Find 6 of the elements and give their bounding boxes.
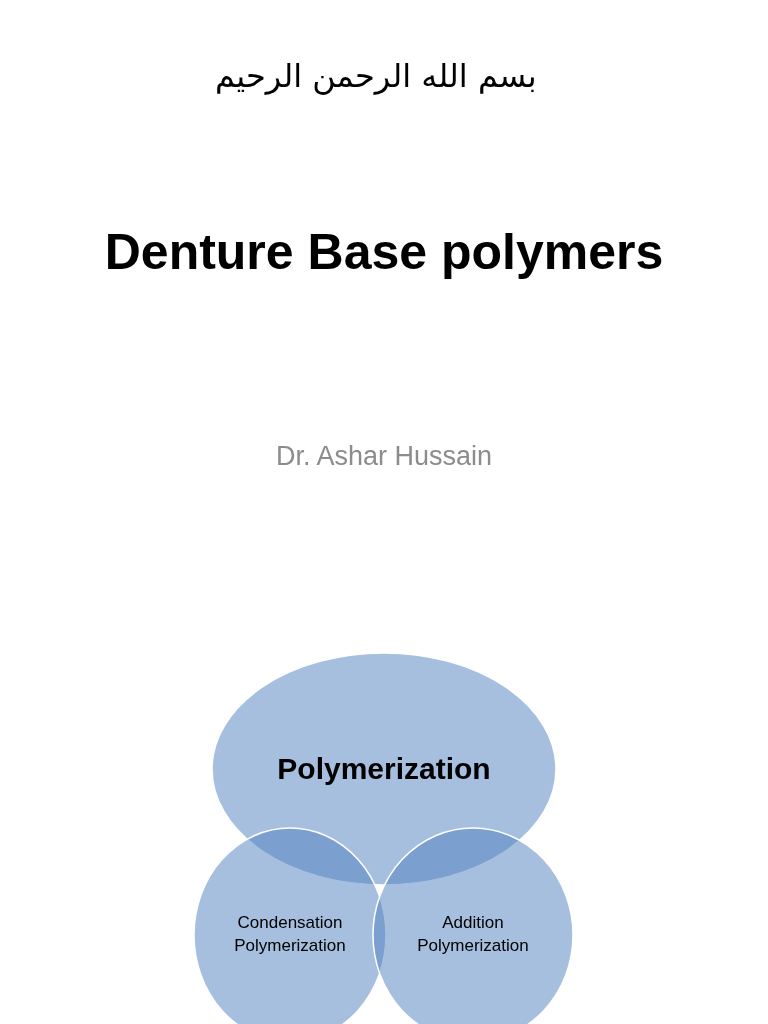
- calligraphy: بسم الله الرحمن الرحيم: [215, 56, 537, 97]
- circle-label: Polymerization: [276, 750, 492, 787]
- circle-label: Addition Polymerization: [416, 912, 530, 957]
- subtitle: Dr. Ashar Hussain: [276, 440, 493, 473]
- title: Denture Base polymers: [103, 223, 665, 282]
- circle-label: Condensation Polymerization: [233, 912, 347, 957]
